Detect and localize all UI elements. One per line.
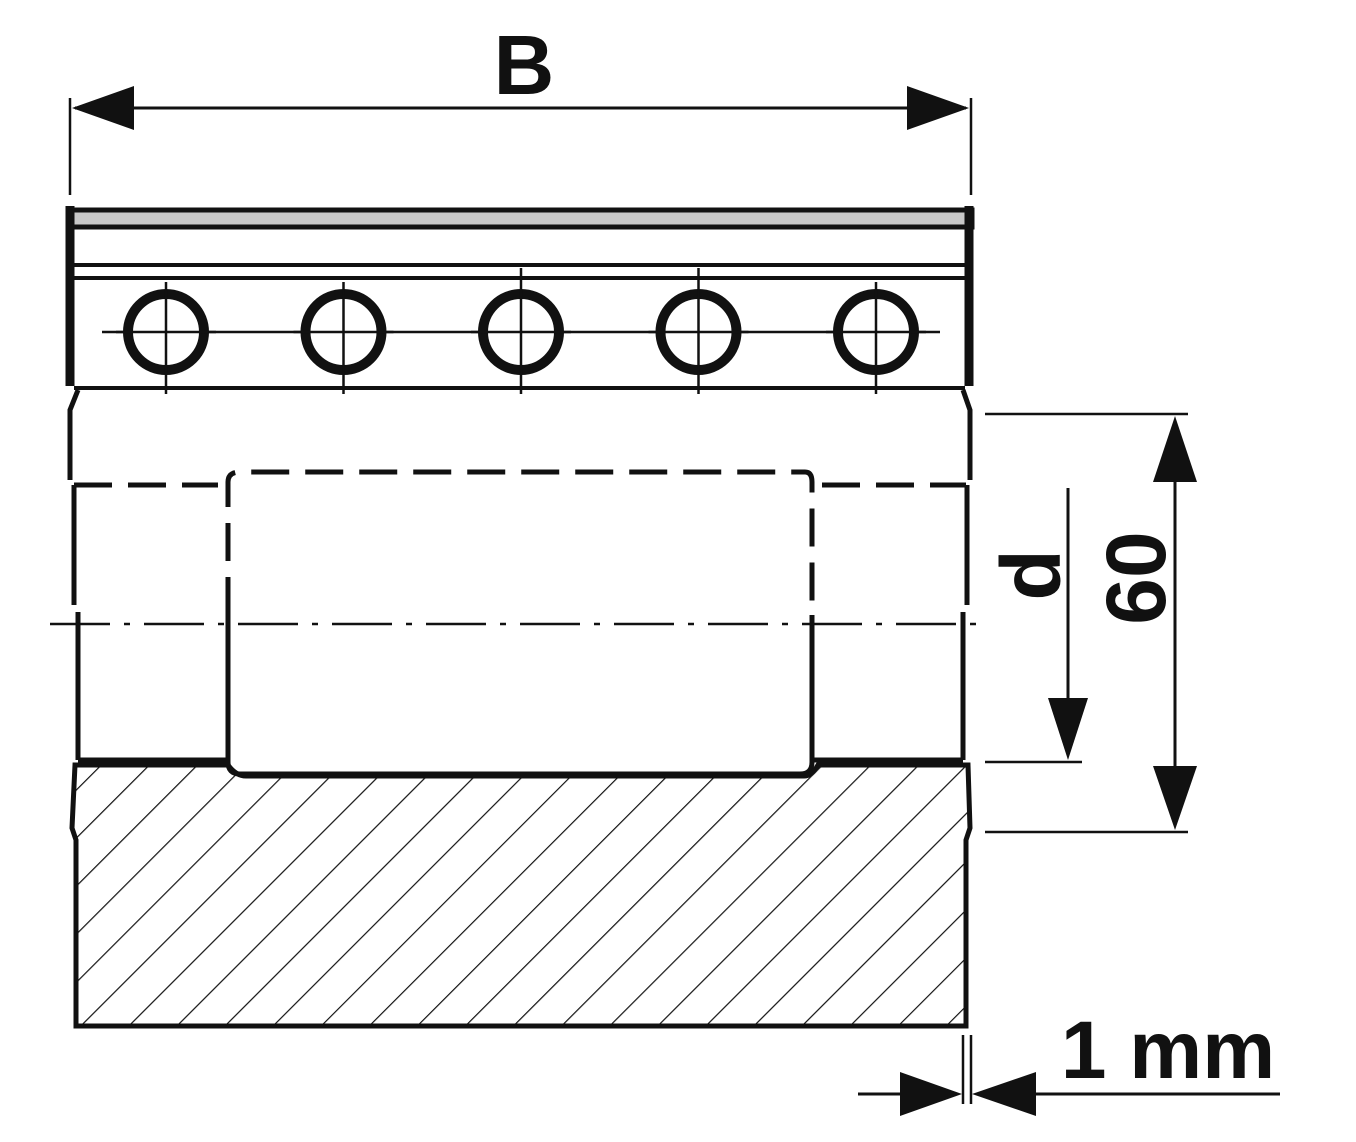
hatched-shaft	[69, 762, 973, 1029]
bolt-icon	[116, 282, 216, 394]
arrowhead-gap-right	[972, 1072, 1036, 1116]
dimension-b: B	[68, 18, 973, 195]
dimension-60: 60	[985, 412, 1197, 834]
bore-pocket	[225, 615, 815, 777]
arrowhead-60-top	[1153, 416, 1197, 482]
dimension-label-60: 60	[1089, 531, 1183, 624]
dimension-label-b: B	[494, 18, 555, 112]
clamp-ring	[65, 206, 975, 394]
bolt-icon	[293, 282, 394, 394]
arrowhead-60-bottom	[1153, 766, 1197, 830]
bolt-icon	[471, 268, 571, 394]
arrowhead-gap-left	[900, 1072, 962, 1116]
arrowhead-right	[907, 86, 969, 130]
shaft-section	[69, 762, 973, 1029]
dimension-gap: 1 mm	[858, 1005, 1280, 1116]
shim-strip	[67, 207, 975, 230]
bolt-icon	[648, 268, 749, 394]
dimension-label-gap: 1 mm	[1061, 1005, 1275, 1096]
arrowhead-left	[72, 86, 134, 130]
hub-right-outline	[960, 389, 973, 760]
hidden-lines	[74, 469, 966, 615]
hub-left-outline	[67, 389, 81, 760]
bolt-icon	[826, 282, 926, 394]
hub-body	[50, 389, 990, 777]
bolt-row	[116, 268, 926, 394]
dimension-label-d: d	[984, 549, 1078, 600]
dimension-d: d	[984, 488, 1088, 764]
arrowhead-d	[1048, 698, 1088, 760]
